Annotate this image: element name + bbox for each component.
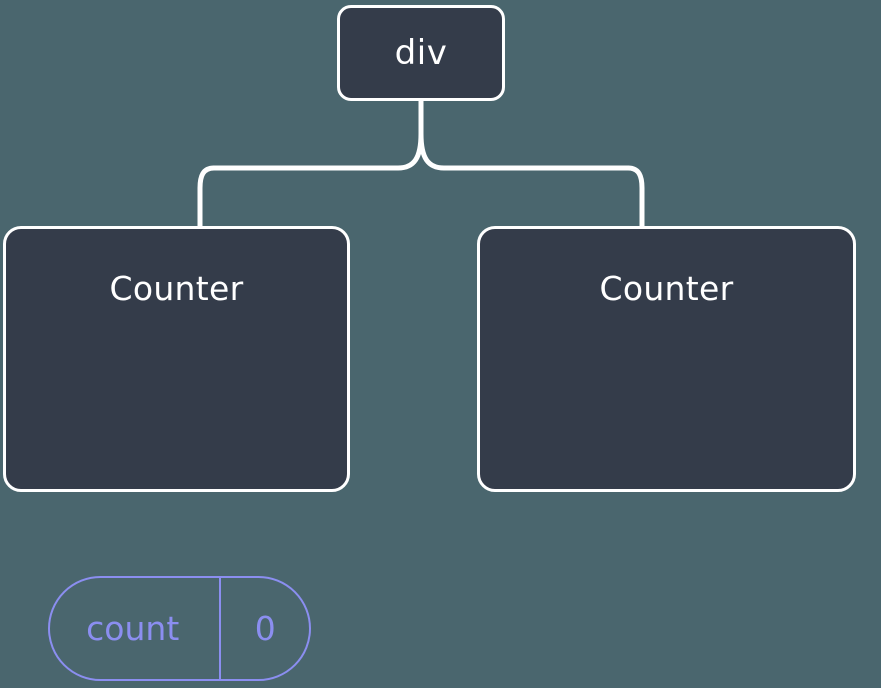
node-root-label: div (394, 33, 448, 73)
node-counter-left[interactable]: Counter count 0 (3, 226, 350, 681)
connector-leg-left (197, 165, 217, 229)
diagram-canvas: div Counter count 0 Counter count 1 (3, 5, 856, 681)
node-counter-right-title: Counter (599, 269, 734, 308)
state-value-left: 0 (219, 578, 309, 679)
connector-junction-right (418, 131, 631, 171)
node-root-div[interactable]: div (337, 5, 505, 101)
node-counter-right[interactable]: Counter count 1 (477, 226, 856, 492)
connector-junction-left (211, 131, 424, 171)
node-counter-left-title: Counter (109, 269, 244, 308)
state-pill-left[interactable]: count 0 (48, 576, 311, 681)
state-key-left: count (86, 609, 180, 648)
connector-leg-right (625, 165, 645, 229)
